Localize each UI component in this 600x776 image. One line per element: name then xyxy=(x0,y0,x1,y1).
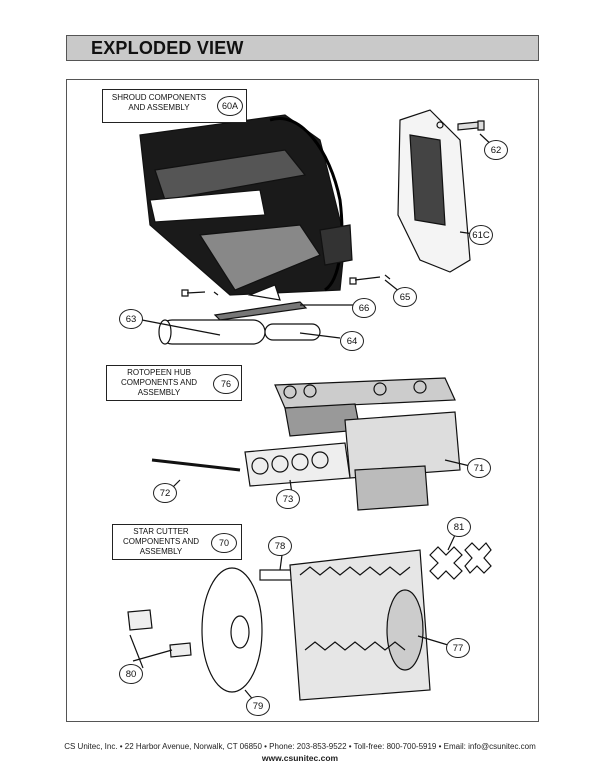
plate-66-drawing xyxy=(213,301,308,321)
label-line: ROTOPEEN HUB xyxy=(127,368,191,377)
callout-81: 81 xyxy=(447,517,471,537)
cover-61c-drawing xyxy=(397,109,471,273)
label-line: COMPONENTS AND xyxy=(120,378,197,387)
star-cutter-drawing xyxy=(201,542,492,701)
callout-63: 63 xyxy=(119,309,143,329)
label-line: ASSEMBLY xyxy=(137,388,181,397)
bolt-80a-drawing xyxy=(127,609,153,631)
callout-66: 66 xyxy=(352,298,376,318)
shroud-drawing xyxy=(139,114,353,301)
callout-71: 71 xyxy=(467,458,491,478)
shaft-drawing xyxy=(158,319,321,345)
label-line: STAR CUTTER xyxy=(133,527,189,536)
title-bar: EXPLODED VIEW xyxy=(66,35,539,61)
bolt-80b-drawing xyxy=(169,642,192,658)
rotopeen-hub-label: ROTOPEEN HUB COMPONENTS AND ASSEMBLY 76 xyxy=(106,365,242,401)
page-title: EXPLODED VIEW xyxy=(91,38,244,58)
label-line: ASSEMBLY xyxy=(139,547,183,556)
callout-77: 77 xyxy=(446,638,470,658)
bolt-62-drawing xyxy=(457,120,485,131)
callout-73: 73 xyxy=(276,489,300,509)
footer-website[interactable]: www.csunitec.com xyxy=(261,753,339,763)
rotopeen-hub-drawing xyxy=(244,377,461,511)
callout-65: 65 xyxy=(393,287,417,307)
callout-79: 79 xyxy=(246,696,270,716)
label-line: AND ASSEMBLY xyxy=(128,103,190,112)
callout-80: 80 xyxy=(119,664,143,684)
label-line: COMPONENTS AND xyxy=(122,537,199,546)
label-line: SHROUD COMPONENTS xyxy=(111,93,207,102)
badge-76: 76 xyxy=(213,374,239,394)
callout-78: 78 xyxy=(268,536,292,556)
bolt-left-drawing xyxy=(181,289,219,297)
callout-62: 62 xyxy=(484,140,508,160)
shroud-components-label: SHROUD COMPONENTS AND ASSEMBLY 60A xyxy=(102,89,247,123)
bolt-65-drawing xyxy=(349,274,391,285)
callout-64: 64 xyxy=(340,331,364,351)
footer-contact: CS Unitec, Inc. • 22 Harbor Avenue, Norw… xyxy=(64,742,536,751)
badge-70: 70 xyxy=(211,533,237,553)
callout-61c: 61C xyxy=(469,225,493,245)
callout-72: 72 xyxy=(153,483,177,503)
rod-72-drawing xyxy=(151,458,241,472)
star-cutter-label: STAR CUTTER COMPONENTS AND ASSEMBLY 70 xyxy=(112,524,242,560)
badge-60a: 60A xyxy=(217,96,243,116)
